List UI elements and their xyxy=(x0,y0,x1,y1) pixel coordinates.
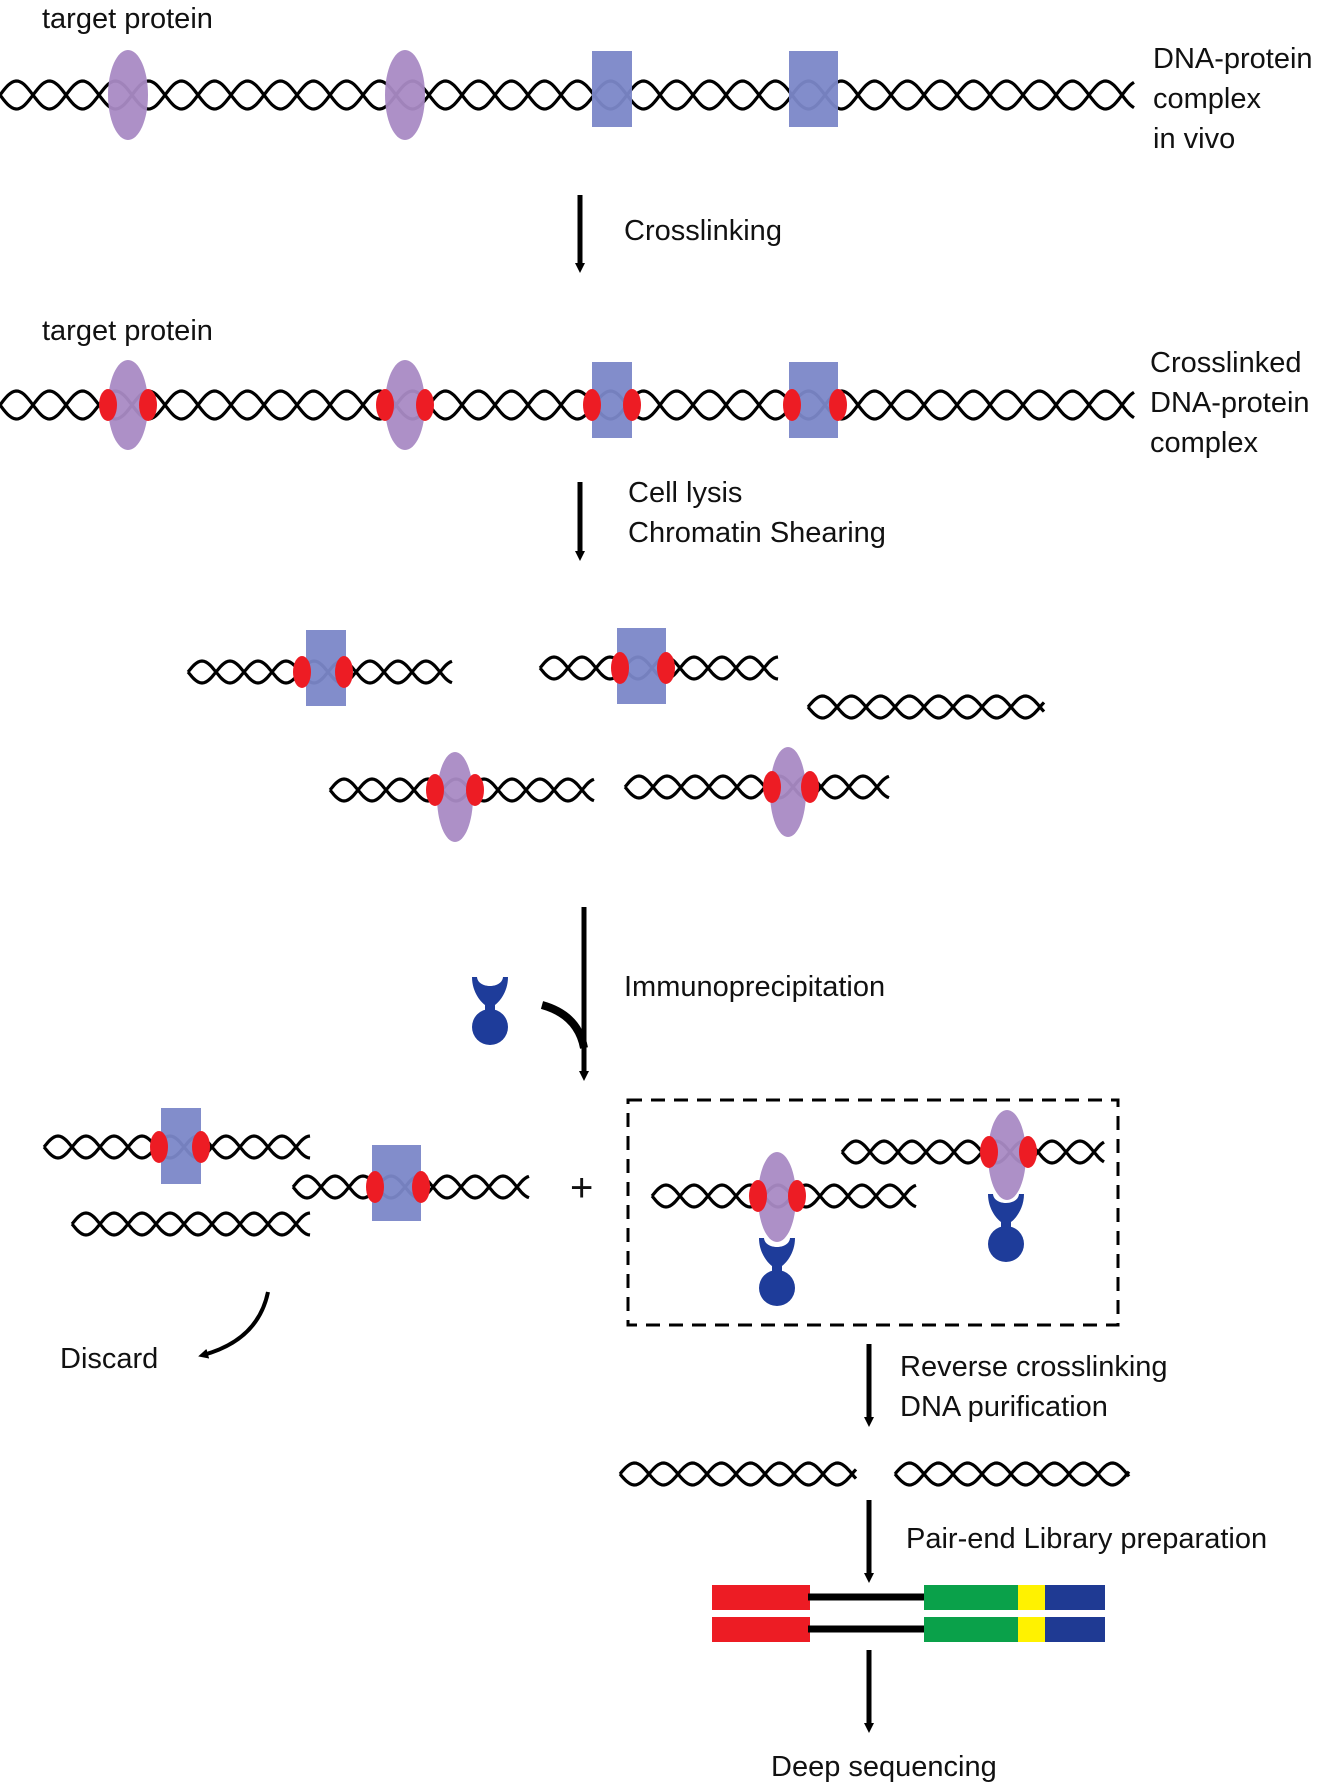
dna-strand-a xyxy=(806,694,1046,720)
crosslink-dot xyxy=(783,389,801,421)
target-protein-shape xyxy=(758,1152,796,1242)
discard-arrow xyxy=(198,1291,270,1359)
other-protein-shape xyxy=(592,51,632,127)
unbound-fragments xyxy=(42,1108,530,1237)
dna-fragment xyxy=(806,694,1046,720)
adapter-red xyxy=(712,1585,810,1610)
target-protein-shape xyxy=(988,1110,1026,1200)
ip-selection-box xyxy=(626,1098,1120,1327)
crosslink-dot xyxy=(763,771,781,803)
plus-sign: + xyxy=(570,1166,593,1210)
other-protein-shape xyxy=(789,51,838,127)
adapter-yellow xyxy=(1018,1617,1045,1642)
dna-strand-b xyxy=(0,79,1135,111)
crosslink-dot xyxy=(657,652,675,684)
row-crosslinked xyxy=(0,360,1135,450)
crosslink-dot xyxy=(293,656,311,688)
target-protein-shape xyxy=(385,360,425,450)
dna-fragment xyxy=(840,1139,1105,1165)
dna-strand-b xyxy=(70,1211,311,1237)
dna-fragment xyxy=(618,1461,858,1487)
step-reverse-label: Reverse crosslinking DNA purification xyxy=(900,1351,1176,1423)
crosslink-dot xyxy=(829,389,847,421)
crosslink-dot xyxy=(583,389,601,421)
dna-strand-a xyxy=(0,389,1135,421)
discard-label: Discard xyxy=(60,1343,158,1375)
step-library-label: Pair-end Library preparation xyxy=(906,1523,1267,1555)
dna-strand-a xyxy=(840,1139,1105,1165)
crosslink-dot xyxy=(1019,1136,1037,1168)
target-protein-shape xyxy=(385,50,425,140)
dna-fragment xyxy=(893,1461,1131,1487)
dna-fragment xyxy=(623,774,890,800)
dna-strand-b xyxy=(0,389,1135,421)
crosslinked-complex-label: Crosslinked DNA-protein complex xyxy=(1150,347,1318,459)
dna-strand-b xyxy=(618,1461,858,1487)
crosslink-dot xyxy=(466,774,484,806)
dna-strand-long xyxy=(0,389,1135,421)
target-protein-shape xyxy=(770,747,806,837)
adapter-green xyxy=(924,1617,1018,1642)
dna-strand-a xyxy=(623,774,890,800)
crosslink-dot xyxy=(335,656,353,688)
dna-strand-a xyxy=(0,79,1135,111)
dna-strand-long xyxy=(0,79,1135,111)
dna-strand-b xyxy=(840,1139,1105,1165)
crosslink-dot xyxy=(150,1131,168,1163)
antibody-binding-arrow xyxy=(540,1001,588,1049)
target-protein-shape xyxy=(437,752,473,842)
target-protein-label: target protein xyxy=(42,3,213,35)
pair-end-library xyxy=(712,1585,1105,1642)
deep-sequencing-label: Deep sequencing xyxy=(771,1751,997,1783)
adapter-yellow xyxy=(1018,1585,1045,1610)
crosslink-dot xyxy=(623,389,641,421)
crosslink-dot xyxy=(139,389,157,421)
antibody-icon xyxy=(759,1238,795,1306)
dna-strand-a xyxy=(70,1211,311,1237)
crosslink-dot xyxy=(416,389,434,421)
dna-strand-b xyxy=(893,1461,1131,1487)
target-protein-shape xyxy=(108,360,148,450)
dna-strand-b xyxy=(623,774,890,800)
step-lysis-label: Cell lysis Chromatin Shearing xyxy=(628,477,886,549)
crosslink-dot xyxy=(749,1180,767,1212)
antibody-icon xyxy=(472,977,508,1045)
purified-dna xyxy=(618,1461,1131,1487)
crosslink-dot xyxy=(980,1136,998,1168)
adapter-green xyxy=(924,1585,1018,1610)
step-immunoprecipitation-label: Immunoprecipitation xyxy=(624,971,885,1003)
dna-fragment xyxy=(70,1211,311,1237)
adapter-blue xyxy=(1045,1585,1105,1610)
adapter-blue xyxy=(1045,1617,1105,1642)
crosslink-dot xyxy=(376,389,394,421)
target-protein-label-2: target protein xyxy=(42,315,213,347)
adapter-red xyxy=(712,1617,810,1642)
crosslink-dot xyxy=(412,1171,430,1203)
crosslink-dot xyxy=(426,774,444,806)
crosslink-dot xyxy=(801,771,819,803)
target-protein-shape xyxy=(108,50,148,140)
crosslink-dot xyxy=(366,1171,384,1203)
antibody-icon xyxy=(988,1194,1024,1262)
step-crosslinking-label: Crosslinking xyxy=(624,215,782,247)
complex-in-vivo-label: DNA-protein complex in vivo xyxy=(1153,43,1321,155)
ip-complexes xyxy=(650,1110,1105,1306)
dna-strand-b xyxy=(806,694,1046,720)
sheared-fragments xyxy=(186,628,1046,842)
row-in-vivo xyxy=(0,50,1135,140)
crosslink-dot xyxy=(611,652,629,684)
dna-strand-a xyxy=(618,1461,858,1487)
crosslink-dot xyxy=(788,1180,806,1212)
crosslink-dot xyxy=(192,1131,210,1163)
crosslink-dot xyxy=(99,389,117,421)
